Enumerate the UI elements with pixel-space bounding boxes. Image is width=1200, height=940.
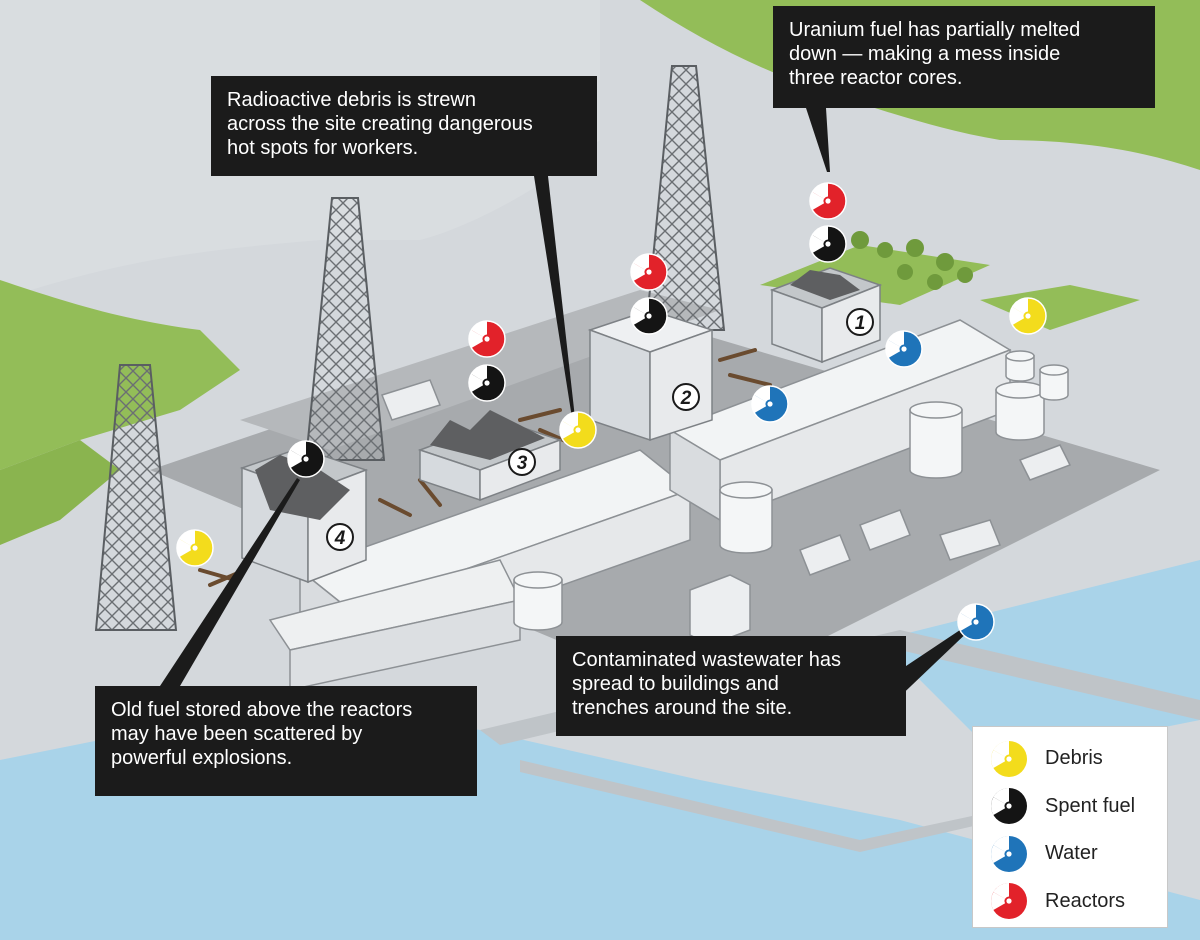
- callout-line: across the site creating dangerous: [227, 113, 533, 135]
- callout-line: trenches around the site.: [572, 697, 793, 719]
- radiation-markers: [175, 181, 1047, 641]
- callout-line: down — making a mess inside: [789, 43, 1061, 65]
- legend-item-water: Water: [989, 830, 1167, 878]
- reactor-number: 1: [855, 313, 866, 334]
- spent-fuel-marker-icon: [467, 363, 506, 402]
- breakwater-north: [480, 630, 1200, 745]
- callout-line: spread to buildings and: [572, 673, 779, 695]
- callout-line: may have been scattered by: [111, 723, 363, 745]
- legend-item-reactors: Reactors: [989, 878, 1167, 926]
- reactor-label-2: 2: [672, 383, 700, 411]
- debris-marker-icon: [558, 410, 597, 449]
- callout-line: powerful explosions.: [111, 747, 293, 769]
- auxiliary-buildings: [381, 379, 1072, 646]
- reactor-marker-icon: [467, 319, 506, 358]
- legend-label: Debris: [1045, 747, 1103, 770]
- exhaust-stacks: [94, 65, 726, 631]
- green-land-west-lower: [0, 440, 120, 545]
- callout-line: Radioactive debris is strewn: [227, 89, 476, 111]
- turbine-hall-north: [668, 319, 1012, 522]
- reactor-building-1: [769, 267, 883, 364]
- reactor-label-4: 4: [326, 523, 354, 551]
- legend: Debris Spent fuel Water Reactors: [972, 726, 1168, 928]
- storage-tanks: [513, 350, 1069, 631]
- water-marker-icon: [956, 602, 995, 641]
- spent-fuel-marker-icon: [286, 439, 325, 478]
- reactor-number: 3: [517, 453, 528, 474]
- reactor-label-3: 3: [508, 448, 536, 476]
- callout-line: hot spots for workers.: [227, 137, 419, 159]
- radiation-symbol-icon: [989, 881, 1027, 920]
- reactor-number: 4: [334, 528, 346, 549]
- spent-fuel-marker-icon: [629, 296, 668, 335]
- debris-marker-icon: [175, 528, 214, 567]
- callout-radioactive-debris: Radioactive debris is strewn across the …: [211, 76, 597, 176]
- pointer-debris: [534, 176, 575, 418]
- callout-line: Uranium fuel has partially melted: [789, 19, 1081, 41]
- legend-label: Reactors: [1045, 889, 1126, 912]
- water-marker-icon: [884, 329, 923, 368]
- radiation-symbol-icon: [989, 738, 1027, 777]
- radiation-symbol-icon: [989, 786, 1027, 825]
- callout-wastewater: Contaminated wastewater has spread to bu…: [556, 636, 906, 736]
- callout-line: Old fuel stored above the reactors: [111, 699, 413, 721]
- legend-item-spent-fuel: Spent fuel: [989, 783, 1167, 831]
- reactor-label-1: 1: [846, 308, 874, 336]
- legend-label: Spent fuel: [1045, 794, 1136, 817]
- spent-fuel-marker-icon: [808, 224, 847, 263]
- debris-scatter: [198, 348, 772, 587]
- water-marker-icon: [750, 384, 789, 423]
- callout-old-fuel: Old fuel stored above the reactors may h…: [95, 686, 477, 796]
- pointer-old-fuel: [160, 478, 300, 686]
- callout-line: Contaminated wastewater has: [572, 649, 842, 671]
- reactor-marker-icon: [629, 252, 668, 291]
- callout-uranium-fuel: Uranium fuel has partially melted down —…: [773, 6, 1155, 108]
- green-patch-east: [980, 285, 1140, 330]
- radiation-symbol-icon: [989, 833, 1027, 872]
- reactor-marker-icon: [808, 181, 847, 220]
- debris-marker-icon: [1008, 296, 1047, 335]
- tree-cluster: [851, 231, 973, 290]
- harbor-water: [880, 560, 1200, 760]
- callout-line: three reactor cores.: [789, 67, 963, 89]
- pointer-uranium: [806, 108, 830, 172]
- reactor-number: 2: [680, 388, 692, 409]
- legend-item-debris: Debris: [989, 735, 1167, 783]
- legend-label: Water: [1045, 842, 1098, 865]
